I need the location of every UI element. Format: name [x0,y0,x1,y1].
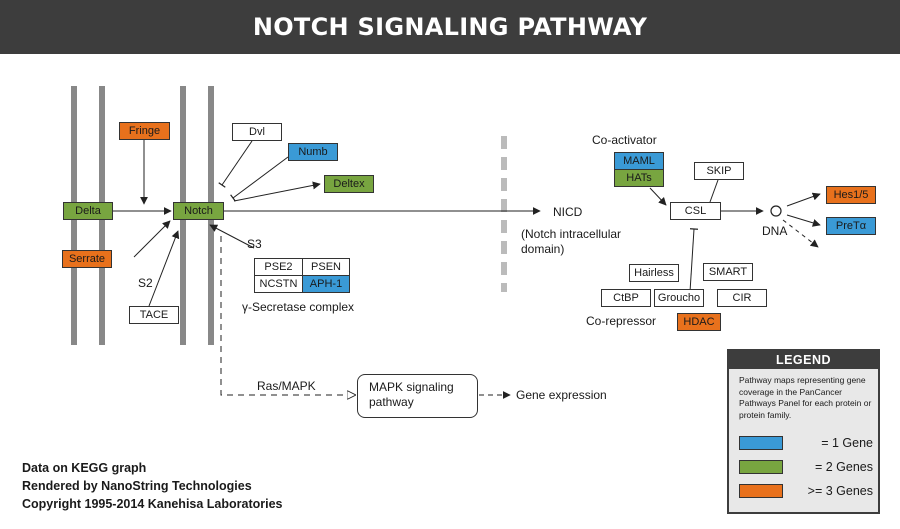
legend-label: = 2 Genes [814,460,873,474]
mapk-label-line1: MAPK signaling [369,380,454,394]
credit-line: Rendered by NanoString Technologies [22,479,252,493]
page-title: NOTCH SIGNALING PATHWAY [0,0,900,54]
legend-item-1-gene: = 1 Gene [739,436,873,450]
numb-node[interactable]: Numb [288,143,338,161]
ctbp-node[interactable]: CtBP [601,289,651,307]
ras-mapk-label: Ras/MAPK [257,379,316,393]
cir-node[interactable]: CIR [717,289,767,307]
groucho-node[interactable]: Groucho [654,289,704,307]
smart-node[interactable]: SMART [703,263,753,281]
legend-swatch-orange [739,484,783,498]
nicd-desc-line2: domain) [521,242,565,256]
co-activator-label: Co-activator [592,133,657,147]
co-repressor-label: Co-repressor [586,314,657,328]
aph1-node[interactable]: APH-1 [302,275,350,293]
pse2-node[interactable]: PSE2 [254,258,303,276]
nicd-desc-line1: (Notch intracellular [521,227,622,241]
hats-node[interactable]: HATs [614,169,664,187]
nicd-label: NICD [553,205,583,219]
legend-swatch-green [739,460,783,474]
skip-node[interactable]: SKIP [694,162,744,180]
legend-swatch-blue [739,436,783,450]
legend-title: LEGEND [729,351,878,369]
credit-line: Copyright 1995-2014 Kanehisa Laboratorie… [22,497,283,511]
ncstn-node[interactable]: NCSTN [254,275,303,293]
gamma-secretase-label: γ-Secretase complex [242,300,355,314]
deltex-node[interactable]: Deltex [324,175,374,193]
tace-node[interactable]: TACE [129,306,179,324]
serrate-node[interactable]: Serrate [62,250,112,268]
gene-expression-label: Gene expression [516,388,607,402]
mapk-signaling-pathway-node[interactable]: MAPK signaling pathway [357,374,478,418]
legend-description: Pathway maps representing gene coverage … [739,375,872,420]
legend-label: >= 3 Genes [807,484,873,498]
pretalpha-node[interactable]: PreTα [826,217,876,235]
legend: LEGEND Pathway maps representing gene co… [727,349,880,514]
mapk-label-line2: pathway [369,395,414,409]
fringe-node[interactable]: Fringe [119,122,170,140]
notch-node[interactable]: Notch [173,202,224,220]
csl-node[interactable]: CSL [670,202,721,220]
dna-label: DNA [762,224,788,238]
dvl-node[interactable]: Dvl [232,123,282,141]
legend-item-2-genes: = 2 Genes [739,460,873,474]
credits: Data on KEGG graph Rendered by NanoStrin… [22,459,283,513]
maml-node[interactable]: MAML [614,152,664,170]
hdac-node[interactable]: HDAC [677,313,721,331]
psen-node[interactable]: PSEN [302,258,350,276]
hairless-node[interactable]: Hairless [629,264,679,282]
legend-item-3-genes: >= 3 Genes [739,484,873,498]
delta-node[interactable]: Delta [63,202,113,220]
legend-label: = 1 Gene [821,436,873,450]
hes-node[interactable]: Hes1/5 [826,186,876,204]
dna-node [770,205,782,217]
s3-label: S3 [247,237,262,251]
s2-label: S2 [138,276,153,290]
credit-line: Data on KEGG graph [22,461,147,475]
